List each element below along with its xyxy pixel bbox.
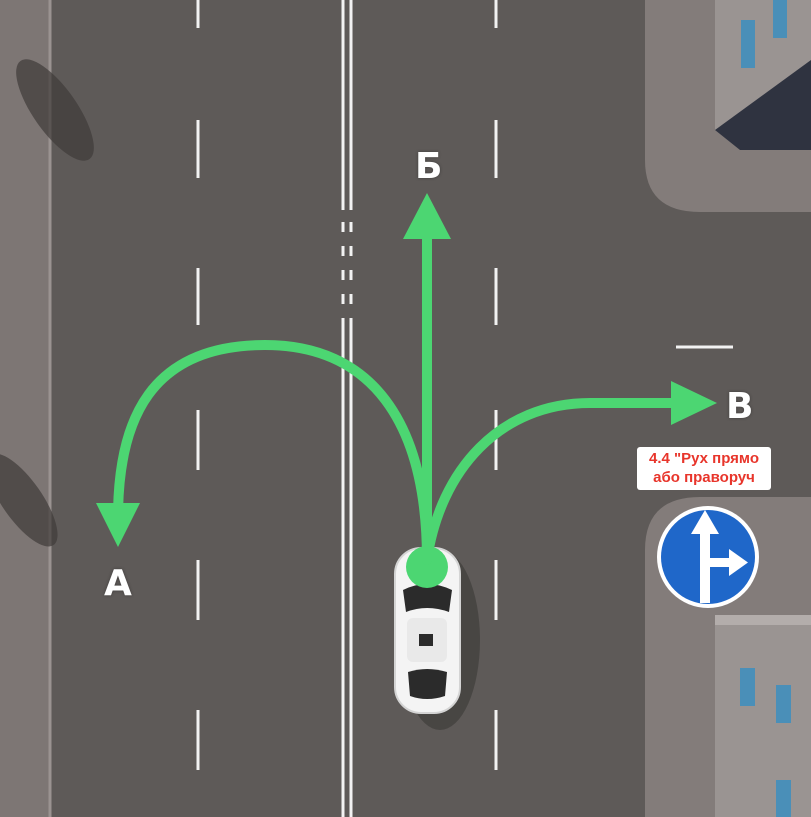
- route-label-a: А: [104, 563, 132, 604]
- arrowhead-b: [403, 193, 451, 239]
- car: [394, 546, 480, 730]
- route-arrows: [113, 220, 685, 565]
- route-label-v: В: [726, 386, 754, 427]
- tree-shadow-top: [16, 59, 94, 161]
- straight-or-right-arrow-icon: [691, 510, 748, 603]
- window: [741, 20, 755, 68]
- sign-caption: 4.4 "Рух прямо або праворуч: [637, 447, 771, 490]
- window: [740, 668, 755, 706]
- route-arrow-a: [113, 339, 432, 565]
- tree-shadow-bottom: [0, 453, 58, 547]
- window: [773, 0, 787, 38]
- window: [776, 780, 791, 817]
- building-bottom: [715, 615, 811, 817]
- left-sidewalk: [0, 0, 50, 817]
- building-bottom-ledge: [715, 615, 811, 625]
- window: [776, 685, 791, 723]
- arrowhead-v: [671, 381, 717, 425]
- arrowhead-a: [96, 503, 140, 547]
- building-top-roof: [715, 60, 811, 150]
- sign-caption-line1: 4.4 "Рух прямо: [648, 450, 759, 467]
- road-sign: [657, 506, 759, 608]
- route-start-marker: [406, 546, 448, 588]
- sign-caption-line2: або праворуч: [653, 469, 755, 486]
- route-arrow-v: [422, 398, 685, 565]
- route-label-b: Б: [415, 146, 443, 187]
- center-line: [341, 0, 353, 817]
